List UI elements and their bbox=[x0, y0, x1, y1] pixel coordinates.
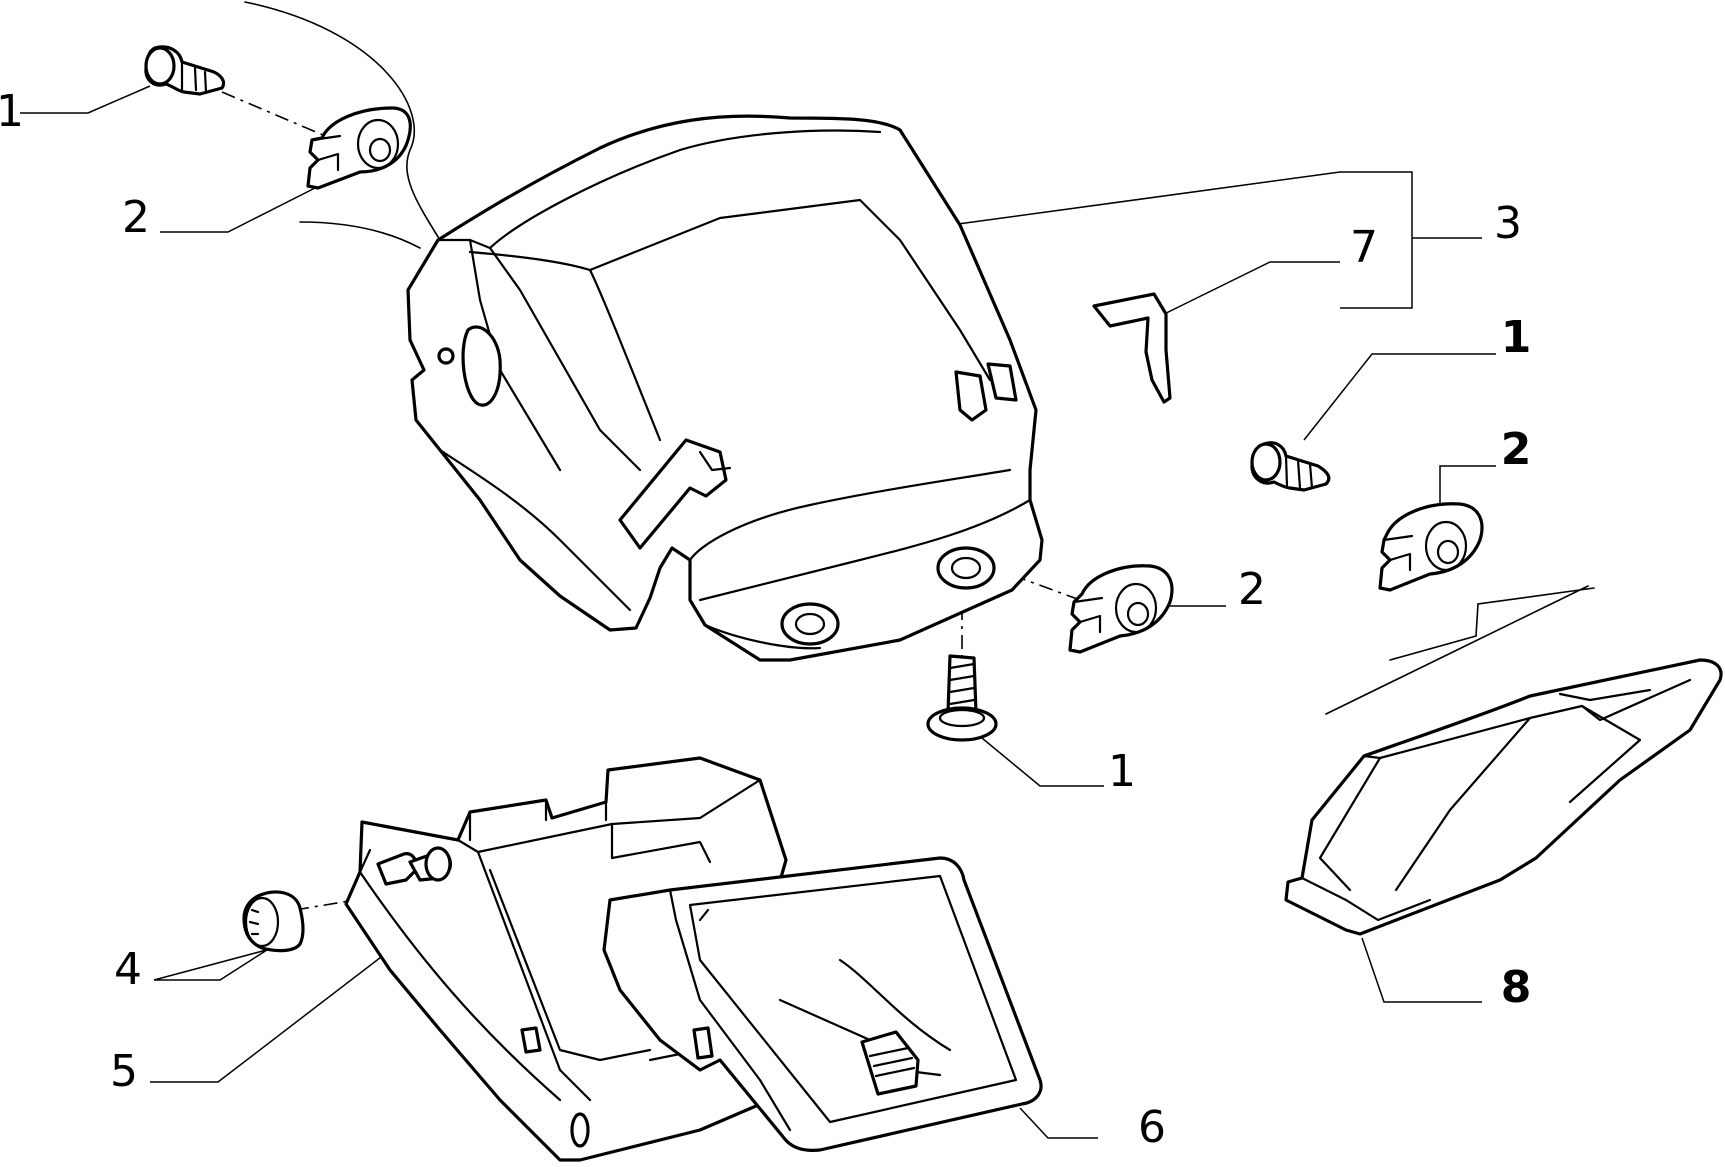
detail-arc-lower bbox=[299, 221, 421, 249]
clip-2-mid bbox=[1068, 564, 1174, 654]
assembly-line-clip bbox=[984, 564, 1081, 601]
callout-2-top-left: 2 bbox=[122, 192, 150, 243]
assembly-line-top bbox=[221, 91, 331, 139]
glove-box-body-5 bbox=[344, 756, 790, 1162]
callout-7: 7 bbox=[1350, 222, 1378, 273]
screw-1-right bbox=[1250, 441, 1331, 492]
leader-1-top-left bbox=[20, 85, 151, 114]
leader-1-bottom bbox=[964, 723, 1104, 787]
callout-1-right: 1 bbox=[1501, 312, 1532, 363]
leader-5 bbox=[150, 953, 386, 1083]
leader-6 bbox=[1019, 1107, 1098, 1139]
bin-8 bbox=[1284, 585, 1723, 936]
callout-3: 3 bbox=[1494, 198, 1522, 249]
leader-2-top-left bbox=[160, 187, 316, 233]
detail-arc bbox=[244, 1, 441, 241]
leader-2-right bbox=[1439, 465, 1496, 516]
assembly-line-knob bbox=[294, 899, 356, 911]
leader-7 bbox=[1147, 261, 1340, 323]
leader-1-right bbox=[1303, 353, 1496, 441]
strip-7 bbox=[1092, 292, 1172, 404]
callout-6: 6 bbox=[1138, 1102, 1166, 1153]
upper-housing-3 bbox=[406, 114, 1044, 662]
callout-2-right: 2 bbox=[1501, 424, 1532, 475]
callout-4: 4 bbox=[114, 944, 142, 995]
callout-1-bottom: 1 bbox=[1108, 746, 1136, 797]
callout-5: 5 bbox=[110, 1046, 138, 1097]
callout-2-mid: 2 bbox=[1238, 564, 1266, 615]
leader-8 bbox=[1361, 937, 1482, 1003]
callout-labels: 1 2 3 7 1 2 2 1 4 5 6 8 bbox=[0, 86, 1531, 1153]
clip-2-right bbox=[1378, 502, 1484, 592]
leader-lines bbox=[20, 1, 1496, 1139]
callout-1-top-left: 1 bbox=[0, 86, 24, 137]
knob-4 bbox=[242, 890, 305, 953]
leader-4 bbox=[153, 947, 275, 981]
glove-box-lid-6 bbox=[602, 856, 1043, 1152]
clip-2-top-left bbox=[306, 106, 412, 190]
screw-1-top-left bbox=[144, 45, 226, 96]
leader-3-bracket bbox=[957, 171, 1482, 309]
callout-8: 8 bbox=[1501, 962, 1532, 1013]
screw-1-bottom bbox=[926, 654, 998, 742]
